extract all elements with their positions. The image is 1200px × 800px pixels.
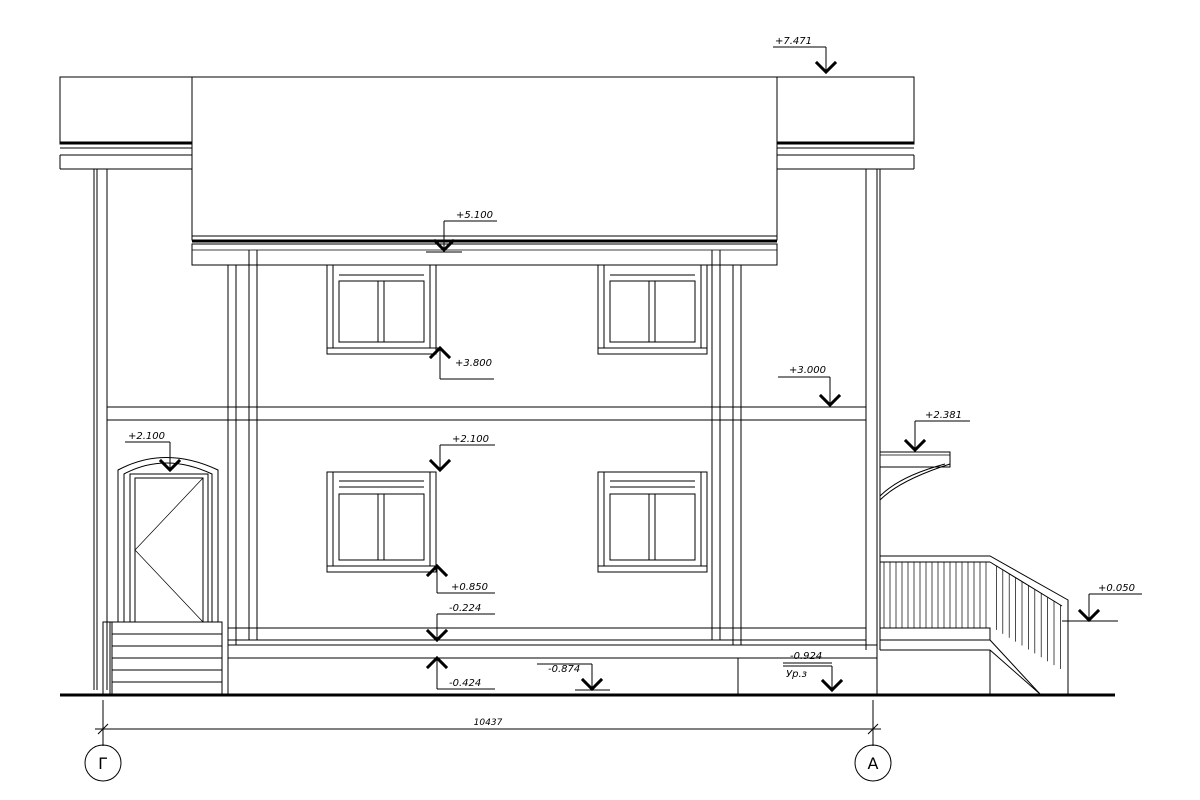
svg-text:Ур.з: Ур.з bbox=[786, 669, 807, 680]
window-lower-right bbox=[597, 471, 708, 573]
axis-label-left: Г bbox=[98, 754, 108, 773]
elevation-roof-top: +7.471 bbox=[773, 36, 838, 75]
entry-steps bbox=[102, 621, 223, 695]
svg-text:+5.100: +5.100 bbox=[456, 210, 493, 221]
svg-text:+2.100: +2.100 bbox=[128, 431, 165, 442]
svg-text:+2.381: +2.381 bbox=[925, 410, 962, 421]
elevation-window1-top: +2.100 bbox=[428, 434, 495, 473]
elevation-canopy: +2.381 bbox=[903, 410, 970, 453]
axis-label-right: А bbox=[868, 754, 879, 773]
axis-marker-left: Г bbox=[84, 744, 122, 782]
elevation-floor2: +3.000 bbox=[778, 365, 842, 408]
elevation-window2-sill: +3.800 bbox=[388, 345, 494, 380]
entrance-door bbox=[117, 457, 219, 623]
axis-marker-right: А bbox=[854, 744, 892, 782]
svg-text:+3.800: +3.800 bbox=[455, 358, 492, 369]
window-lower-left bbox=[326, 471, 437, 573]
elevation-ground-right: -0.924 Ур.з bbox=[783, 651, 844, 693]
roof bbox=[59, 76, 915, 266]
elevation-porch: -0.224 bbox=[425, 603, 495, 643]
svg-text:+3.000: +3.000 bbox=[789, 365, 826, 376]
elevation-door-top: +2.100 bbox=[125, 431, 182, 473]
overall-width-label: 10437 bbox=[474, 718, 503, 728]
side-canopy bbox=[879, 451, 951, 501]
terrace bbox=[879, 555, 1069, 695]
svg-text:+2.100: +2.100 bbox=[452, 434, 489, 445]
svg-text:-0.924: -0.924 bbox=[790, 651, 822, 662]
svg-text:-0.224: -0.224 bbox=[449, 603, 481, 614]
walls bbox=[93, 169, 881, 695]
window-upper-left bbox=[326, 264, 437, 355]
svg-text:+0.050: +0.050 bbox=[1098, 583, 1135, 594]
svg-text:+0.850: +0.850 bbox=[451, 582, 488, 593]
elevation-eaves: +5.100 bbox=[426, 210, 497, 253]
elevation-ground-mid: -0.874 bbox=[537, 663, 610, 692]
window-upper-right bbox=[597, 264, 708, 355]
elevation-plinth-bottom: -0.424 bbox=[425, 655, 495, 690]
svg-text:-0.874: -0.874 bbox=[548, 664, 580, 675]
overall-dimension: 10437 bbox=[95, 700, 881, 746]
svg-text:+7.471: +7.471 bbox=[775, 36, 812, 47]
elevation-terrace: +0.050 bbox=[1062, 583, 1142, 623]
elevation-window1-sill: +0.850 bbox=[378, 563, 495, 594]
svg-text:-0.424: -0.424 bbox=[449, 678, 481, 689]
